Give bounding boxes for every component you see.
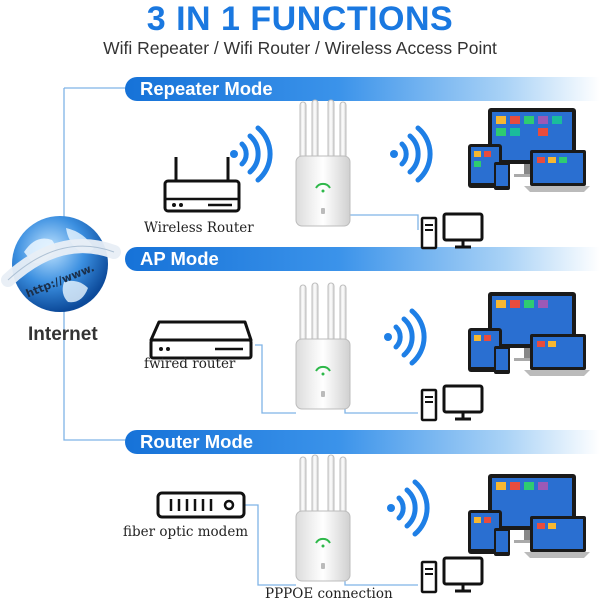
router-mode-banner: Router Mode <box>125 430 600 454</box>
wired-router-caption: fwired router <box>144 356 236 372</box>
pppoe-caption: PPPOE connection <box>265 586 393 602</box>
wifi-extender-icon <box>295 454 351 582</box>
ap-mode-label: AP Mode <box>140 248 219 269</box>
repeater-mode-banner: Repeater Mode <box>125 77 600 101</box>
page-subtitle: Wifi Repeater / Wifi Router / Wireless A… <box>103 38 497 58</box>
globe-icon <box>1 216 121 312</box>
repeater-mode-label: Repeater Mode <box>140 78 273 99</box>
desktop-pc-icon <box>420 384 484 422</box>
wifi-extender-icon <box>295 99 351 227</box>
desktop-pc-icon <box>420 556 484 594</box>
devices-cluster-icon <box>468 108 590 192</box>
wifi-signal-icon <box>387 479 430 537</box>
ap-mode-banner: AP Mode <box>125 247 600 271</box>
wired-router-icon <box>149 320 253 360</box>
wifi-signal-icon <box>384 308 427 366</box>
devices-cluster-icon <box>468 292 590 376</box>
fiber-modem-caption: fiber optic modem <box>123 524 249 540</box>
wifi-extender-icon <box>295 282 351 410</box>
page-title: 3 IN 1 FUNCTIONS <box>146 0 454 38</box>
wireless-router-icon <box>163 157 241 213</box>
wifi-signal-icon <box>390 125 433 183</box>
fiber-modem-icon <box>156 491 246 519</box>
devices-cluster-icon <box>468 474 590 558</box>
internet-label: Internet <box>28 324 98 345</box>
wireless-router-caption: Wireless Router <box>144 220 254 236</box>
desktop-pc-icon <box>420 212 484 250</box>
wifi-signal-icon <box>230 125 273 183</box>
router-mode-label: Router Mode <box>140 431 254 452</box>
svg-text:http://www.: http://www. <box>24 261 96 300</box>
globe-url-text: http://www. <box>24 261 96 300</box>
